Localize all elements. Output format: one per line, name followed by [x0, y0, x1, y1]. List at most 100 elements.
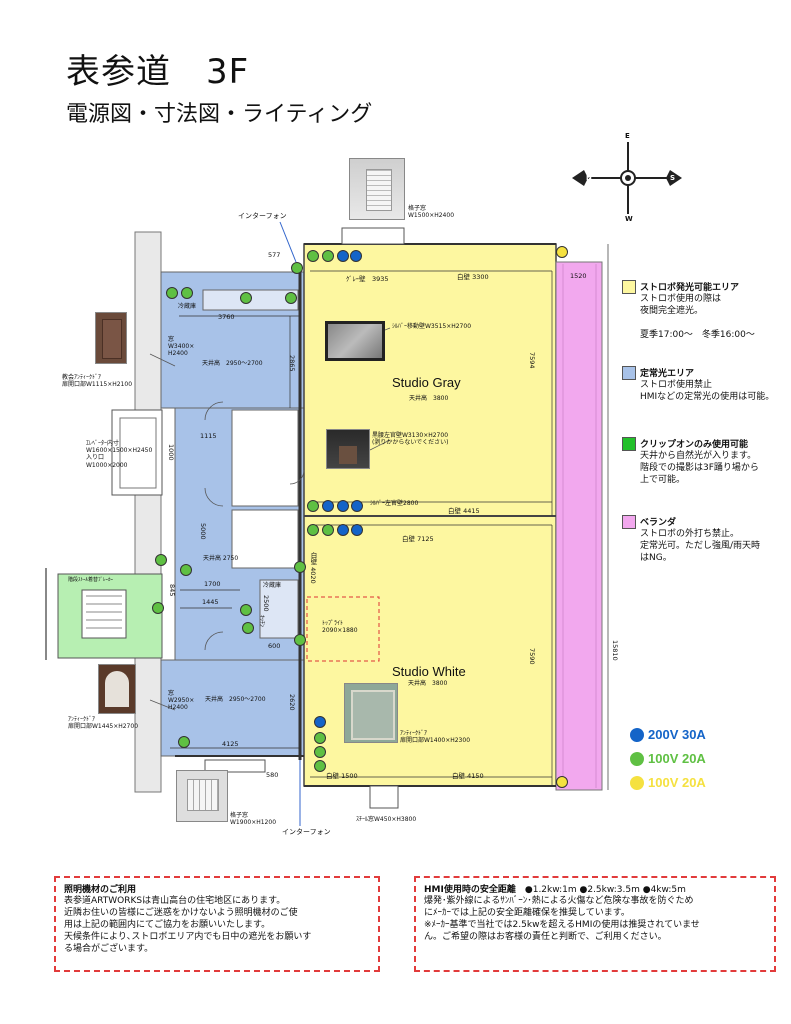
note-line: 表参道ARTWORKSは青山高台の住宅地区にあります。 [64, 896, 286, 906]
outlet-100v-icon [307, 524, 319, 536]
blue-ceiling-mid: 天井高 2750 [203, 555, 239, 562]
antique-door3-label: ｱﾝﾃｨｰｸﾄﾞｱ扉開口部W1400×H2300 [400, 730, 471, 745]
dim-white4150: 白壁 4150 [452, 772, 484, 780]
dim-2620: 2620 [288, 694, 296, 711]
legend-swatch [622, 280, 636, 294]
outlet-100v-icon [294, 561, 306, 573]
note-line: ん。ご希望の際はお客様の責任と判断で、ご利用ください。 [424, 932, 667, 942]
compass-icon: E N S W [566, 132, 686, 224]
black-wall-photo [326, 429, 370, 469]
antique-door-label: 教会ｱﾝﾃｨｰｸﾄﾞｱ扉開口部W1115×H2100 [62, 374, 133, 389]
outlet-200v-icon [351, 500, 363, 512]
legend-title: ストロボ発光可能エリア [640, 283, 740, 293]
outlet-100v-icon [322, 524, 334, 536]
legend-text: HMIなどの定常光の使用は可能。 [640, 392, 775, 402]
antique-door2-label: ｱﾝﾃｨｰｸﾄﾞｱ扉開口部W1445×H2700 [68, 716, 139, 731]
dim-600: 600 [268, 642, 281, 650]
dim-5000: 5000 [199, 523, 207, 540]
intercom-top-label: インターフォン [238, 212, 287, 220]
compass-w: W [625, 215, 633, 223]
dim-1445: 1445 [202, 598, 219, 606]
intercom-bottom-label: インターフォン [282, 828, 331, 836]
page-title: 表参道 3F [66, 52, 250, 92]
page-subtitle: 電源図・寸法図・ライティング [66, 102, 373, 127]
hmi-note: HMI使用時の安全距離 ●1.2kw:1m ●2.5kw:3.5m ●4kw:5… [414, 876, 776, 972]
movable-wall-photo [325, 321, 385, 361]
outlet-100v-icon [178, 736, 190, 748]
outlet-100v-icon [314, 746, 326, 758]
legend-title: 定常光エリア [640, 369, 695, 379]
legend-text: 天井から自然光が入ります。 [640, 451, 757, 461]
dim-white1500: 白壁 1500 [326, 772, 358, 780]
dim-580: 580 [266, 771, 279, 779]
kitchen-label: ｷｯﾁﾝ [258, 615, 266, 628]
fridge-label: 冷蔵庫 [178, 303, 197, 310]
power-label: 100V 20A [648, 775, 706, 790]
black-wall-label: 黒腰左官壁W3130×H2700(剥りかからないでください) [372, 432, 449, 447]
studio-gray-ceiling: 天井高 3800 [409, 395, 449, 402]
legend-text: はNG。 [640, 553, 672, 563]
power-dot-icon [630, 728, 644, 742]
outlet-100v-icon [240, 292, 252, 304]
outlet-100v-icon [181, 287, 193, 299]
note-line: る場合がございます。 [64, 944, 154, 954]
outlet-100v-yellow-icon [556, 246, 568, 258]
outlet-100v-icon [166, 287, 178, 299]
dim-white4415: 白壁 4415 [448, 507, 480, 515]
compass-s: S [670, 174, 676, 182]
power-label: 200V 30A [648, 727, 706, 742]
note-line: 用は上記の範囲内にてご協力をお願いいたします。 [64, 920, 271, 930]
legend-swatch [622, 366, 636, 380]
silver-wall-label: ｼﾙﾊﾞｰ左官壁2800 [370, 500, 419, 507]
dim-15810: 15810 [611, 640, 619, 661]
movable-wall-label: ｼﾙﾊﾞｰ移動壁W3515×H2700 [392, 323, 472, 330]
note-line: にﾒｰｶｰでは上記の安全距離確保を推奨しています。 [424, 908, 630, 918]
note-line: ※ﾒｰｶｰ基準で当社では2.5kwを超えるHMIの使用は推奨されていませ [424, 920, 700, 930]
dim-white7125: 白壁 7125 [402, 535, 434, 543]
dim-1520: 1520 [570, 272, 587, 280]
dim-2500: 2500 [262, 595, 270, 612]
note-line: 天候条件により､ストロボエリア内でも日中の遮光をお願いす [64, 932, 312, 942]
outlet-200v-icon [322, 500, 334, 512]
fridge2-label: 冷蔵庫 [263, 582, 282, 589]
outlet-100v-icon [307, 250, 319, 262]
outlet-100v-icon [322, 250, 334, 262]
note-line: 近隣お住いの皆様にご迷惑をかけないよう照明機材のご使 [64, 908, 298, 918]
outlet-100v-yellow-icon [556, 776, 568, 788]
outlet-100v-icon [314, 732, 326, 744]
legend-text: 夏季17:00〜 冬季16:00〜 [640, 330, 755, 340]
note-line: 爆発･紫外線によるｻﾝﾊﾞｰﾝ･熱による火傷など危険な事故を防ぐため [424, 896, 694, 906]
lighting-note: 照明機材のご利用 表参道ARTWORKSは青山高台の住宅地区にあります。近隣お住… [54, 876, 380, 972]
door-photo-1 [95, 312, 127, 364]
hmi-distances: ●1.2kw:1m ●2.5kw:3.5m ●4kw:5m [524, 885, 686, 895]
legend-swatch [622, 515, 636, 529]
steel-window-label: ｽﾁｰﾙ窓W450×H3800 [356, 816, 417, 823]
legend-title: クリップオンのみ使用可能 [640, 440, 749, 450]
outlet-100v-icon [314, 760, 326, 772]
window-bottom-photo [176, 770, 228, 822]
window-top-photo [349, 158, 405, 220]
legend-text: 上で可能。 [640, 475, 686, 485]
outlet-100v-icon [155, 554, 167, 566]
studio-white-label: Studio White [392, 664, 466, 679]
outlet-100v-icon [152, 602, 164, 614]
outlet-100v-icon [294, 634, 306, 646]
dim-white3300: 白壁 3300 [457, 273, 489, 281]
outlet-100v-icon [307, 500, 319, 512]
dim-white4020: 白壁 4020 [309, 552, 317, 584]
dim-1115: 1115 [200, 432, 217, 440]
outlet-100v-icon [291, 262, 303, 274]
blue-ceiling-bottom: 天井高 2950〜2700 [205, 696, 266, 703]
legend-text: 定常光可。ただし強風/雨天時 [640, 541, 761, 551]
outlet-200v-icon [351, 524, 363, 536]
dim-2865: 2865 [288, 355, 296, 372]
legend-text: ストロボ使用の際は [640, 294, 722, 304]
studio-gray-label: Studio Gray [392, 375, 461, 390]
hmi-note-title: HMI使用時の安全距離 ●1.2kw:1m ●2.5kw:3.5m ●4kw:5… [424, 885, 686, 895]
